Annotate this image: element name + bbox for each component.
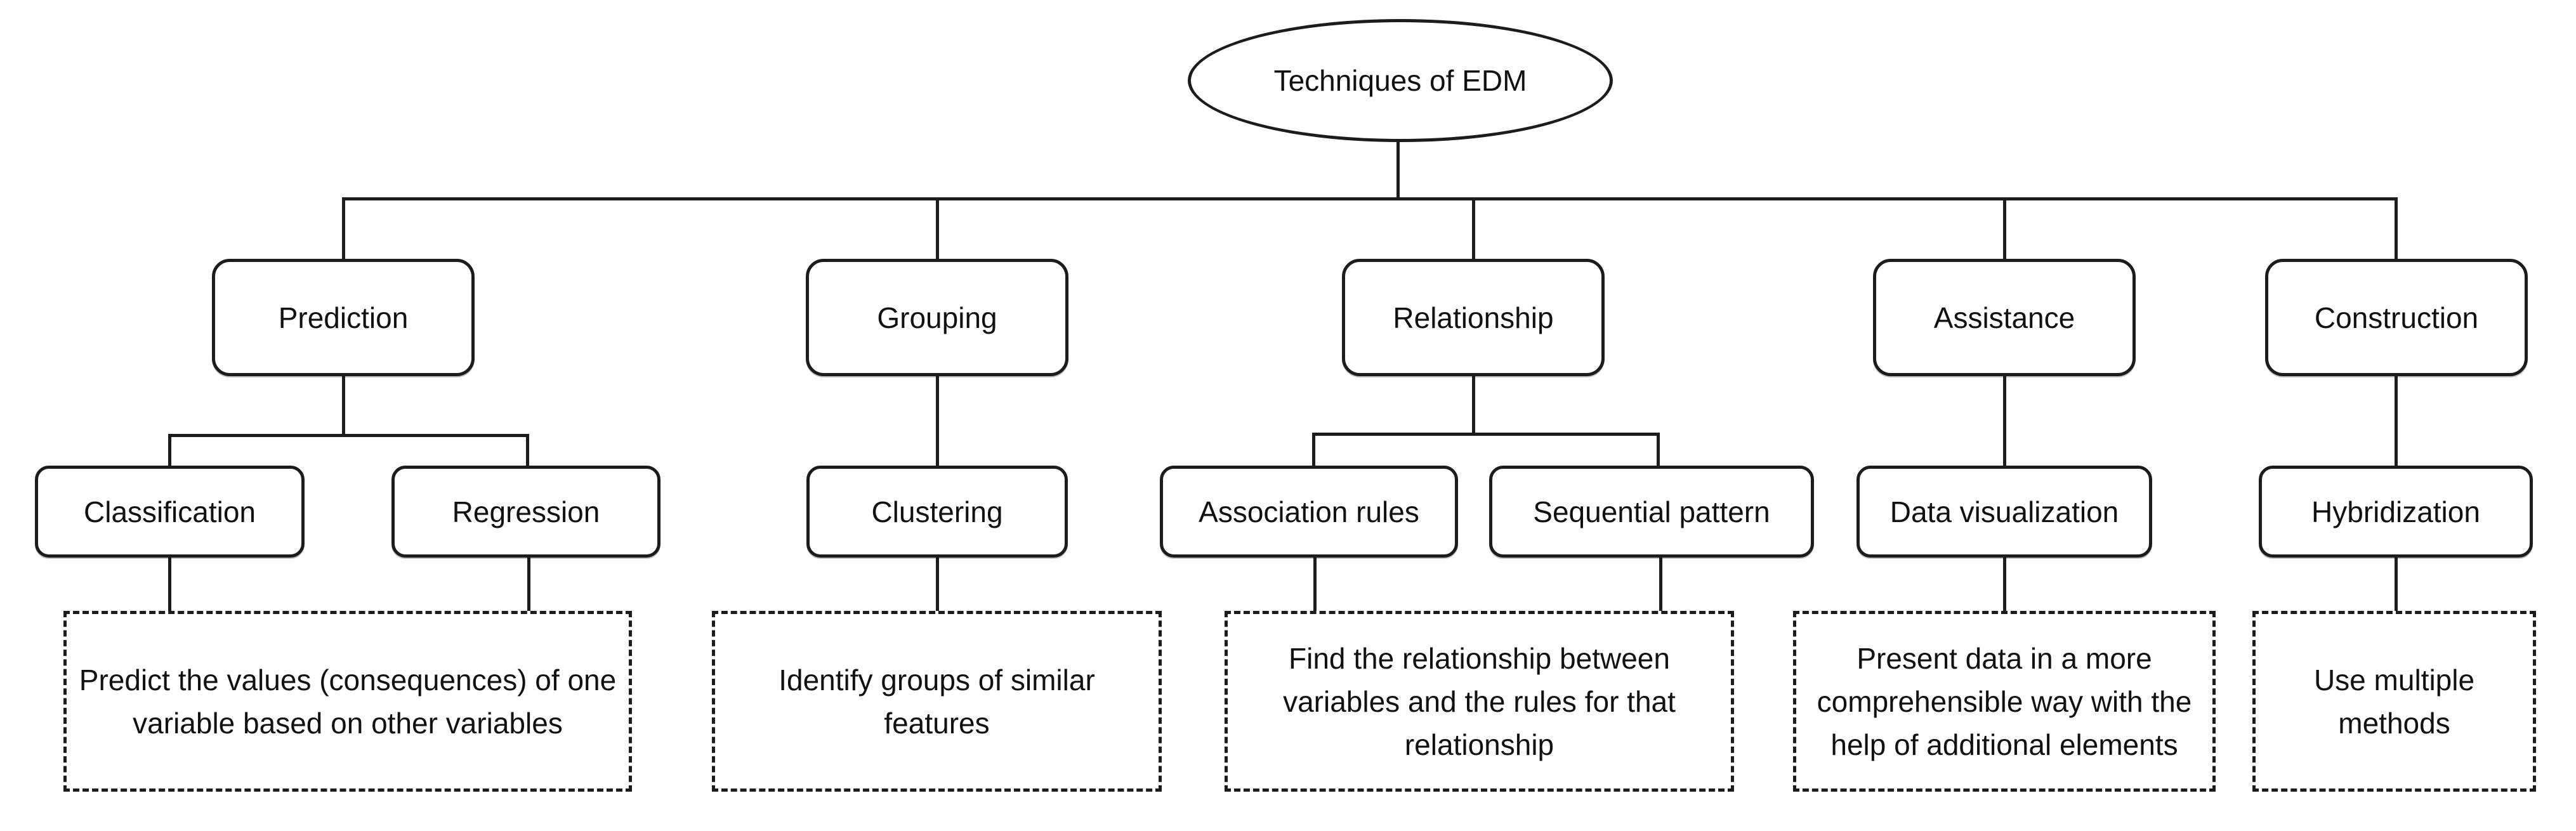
node-assistance-label: Assistance <box>1933 301 2075 334</box>
leaf-regression: Regression <box>391 466 660 558</box>
desc-prediction-text: Predict the values (consequences) of one… <box>79 663 617 740</box>
node-relationship-label: Relationship <box>1393 301 1554 334</box>
root-ellipse-techniques-of-edm: Techniques of EDM <box>1188 19 1613 142</box>
desc-assistance-text: Present data in a more comprehensible wa… <box>1817 641 2192 761</box>
connector-to-hybridization <box>2395 375 2398 467</box>
connector-to-regression <box>526 434 529 467</box>
connector-drop-construction <box>2395 197 2398 260</box>
node-grouping-label: Grouping <box>877 301 997 334</box>
connector-relationship-down <box>1472 375 1475 435</box>
connector-clustering-to-desc <box>936 556 939 612</box>
desc-construction-note: Use multiple methods <box>2252 611 2536 792</box>
root-label: Techniques of EDM <box>1273 64 1527 97</box>
leaf-sequential-pattern-label: Sequential pattern <box>1533 495 1770 528</box>
desc-construction-text: Use multiple methods <box>2313 663 2475 740</box>
leaf-hybridization: Hybridization <box>2259 466 2533 558</box>
connector-to-sequential-pattern <box>1657 433 1660 467</box>
desc-grouping-text: Identify groups of similar features <box>779 663 1095 740</box>
node-assistance: Assistance <box>1873 259 2136 376</box>
leaf-clustering-label: Clustering <box>871 495 1003 528</box>
desc-assistance-note: Present data in a more comprehensible wa… <box>1793 611 2216 792</box>
connector-to-clustering <box>936 375 939 467</box>
node-construction-label: Construction <box>2314 301 2479 334</box>
node-relationship: Relationship <box>1342 259 1605 376</box>
leaf-classification: Classification <box>35 466 305 558</box>
connector-drop-prediction <box>342 197 345 260</box>
connector-sequential-pattern-to-desc <box>1659 556 1662 612</box>
connector-drop-relationship <box>1472 197 1475 260</box>
leaf-data-visualization: Data visualization <box>1856 466 2152 558</box>
leaf-association-rules-label: Association rules <box>1199 495 1419 528</box>
connector-drop-assistance <box>2003 197 2006 260</box>
node-prediction-label: Prediction <box>278 301 409 334</box>
connector-drop-grouping <box>936 197 939 260</box>
connector-prediction-down <box>342 375 345 436</box>
connector-regression-to-desc <box>527 556 530 612</box>
leaf-sequential-pattern: Sequential pattern <box>1489 466 1814 558</box>
leaf-hybridization-label: Hybridization <box>2311 495 2480 528</box>
leaf-association-rules: Association rules <box>1160 466 1458 558</box>
desc-prediction-note: Predict the values (consequences) of one… <box>63 611 632 792</box>
desc-relationship-note: Find the relationship between variables … <box>1225 611 1734 792</box>
desc-relationship-text: Find the relationship between variables … <box>1283 641 1676 761</box>
leaf-clustering: Clustering <box>806 466 1068 558</box>
connector-relationship-split <box>1312 433 1660 436</box>
connector-hybridization-to-desc <box>2395 556 2398 612</box>
connector-root-to-trunk <box>1396 141 1400 200</box>
connector-to-classification <box>168 434 171 467</box>
node-grouping: Grouping <box>806 259 1068 376</box>
node-prediction: Prediction <box>212 259 475 376</box>
connector-to-data-visualization <box>2003 375 2006 467</box>
leaf-classification-label: Classification <box>84 495 256 528</box>
connector-trunk <box>342 197 2398 200</box>
connector-prediction-split <box>168 434 529 437</box>
connector-association-rules-to-desc <box>1313 556 1317 612</box>
connector-classification-to-desc <box>168 556 171 612</box>
connector-data-visualization-to-desc <box>2003 556 2006 612</box>
leaf-data-visualization-label: Data visualization <box>1889 495 2119 528</box>
desc-grouping-note: Identify groups of similar features <box>712 611 1162 792</box>
node-construction: Construction <box>2265 259 2528 376</box>
leaf-regression-label: Regression <box>452 495 600 528</box>
connector-to-association-rules <box>1312 433 1315 467</box>
